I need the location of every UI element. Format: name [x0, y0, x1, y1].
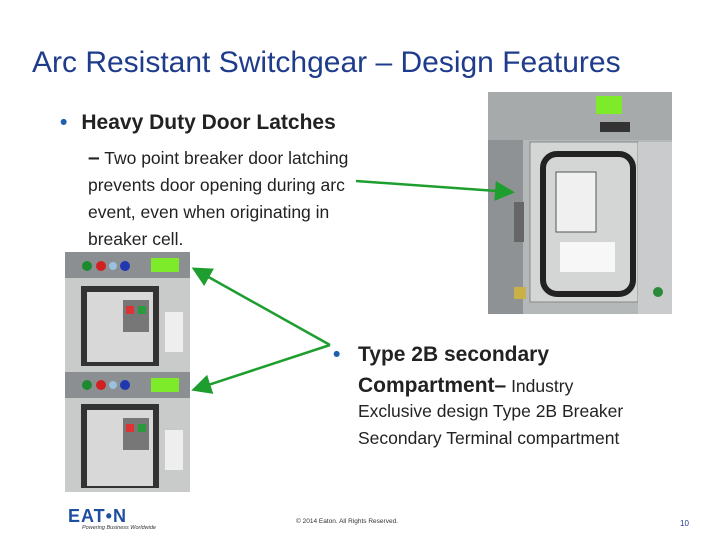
eaton-logo: EAT•N Powering Business Worldwide: [68, 506, 156, 531]
switchgear-door-image: [488, 92, 672, 314]
door-latches-description: – Two point breaker door latching preven…: [88, 144, 378, 253]
bullet-icon: •: [60, 111, 68, 134]
copyright: © 2014 Eaton. All Rights Reserved.: [296, 518, 398, 525]
bullet-door-latches: • Heavy Duty Door Latches: [60, 111, 336, 135]
logo-wordmark: EAT•N: [68, 506, 127, 526]
slide-title: Arc Resistant Switchgear – Design Featur…: [32, 46, 621, 79]
arrow-to-upper-compartment: [191, 267, 331, 347]
switchgear-front-image: [65, 252, 190, 492]
secondary-compartment-photo: [65, 252, 190, 492]
bullet-heading: Heavy Duty Door Latches: [81, 111, 336, 134]
type2b-description: Exclusive design Type 2B Breaker Seconda…: [358, 401, 624, 448]
dash: –: [88, 146, 100, 169]
bullet-icon: •: [333, 343, 341, 366]
logo-tagline: Powering Business Worldwide: [82, 525, 156, 531]
bullet-heading-line2: Compartment–: [358, 374, 507, 397]
bullet-type2b: • Type 2B secondary Compartment– Industr…: [333, 339, 573, 402]
bullet-heading-tail: Industry: [506, 376, 574, 396]
page-number: 10: [680, 519, 689, 528]
arrow-to-door-latch: [355, 179, 515, 201]
description-text: Two point breaker door latching prevents…: [88, 148, 349, 249]
arrow-to-lower-compartment: [191, 343, 331, 394]
bullet-heading-line1: Type 2B secondary: [358, 343, 550, 366]
door-latch-photo: [488, 92, 672, 314]
